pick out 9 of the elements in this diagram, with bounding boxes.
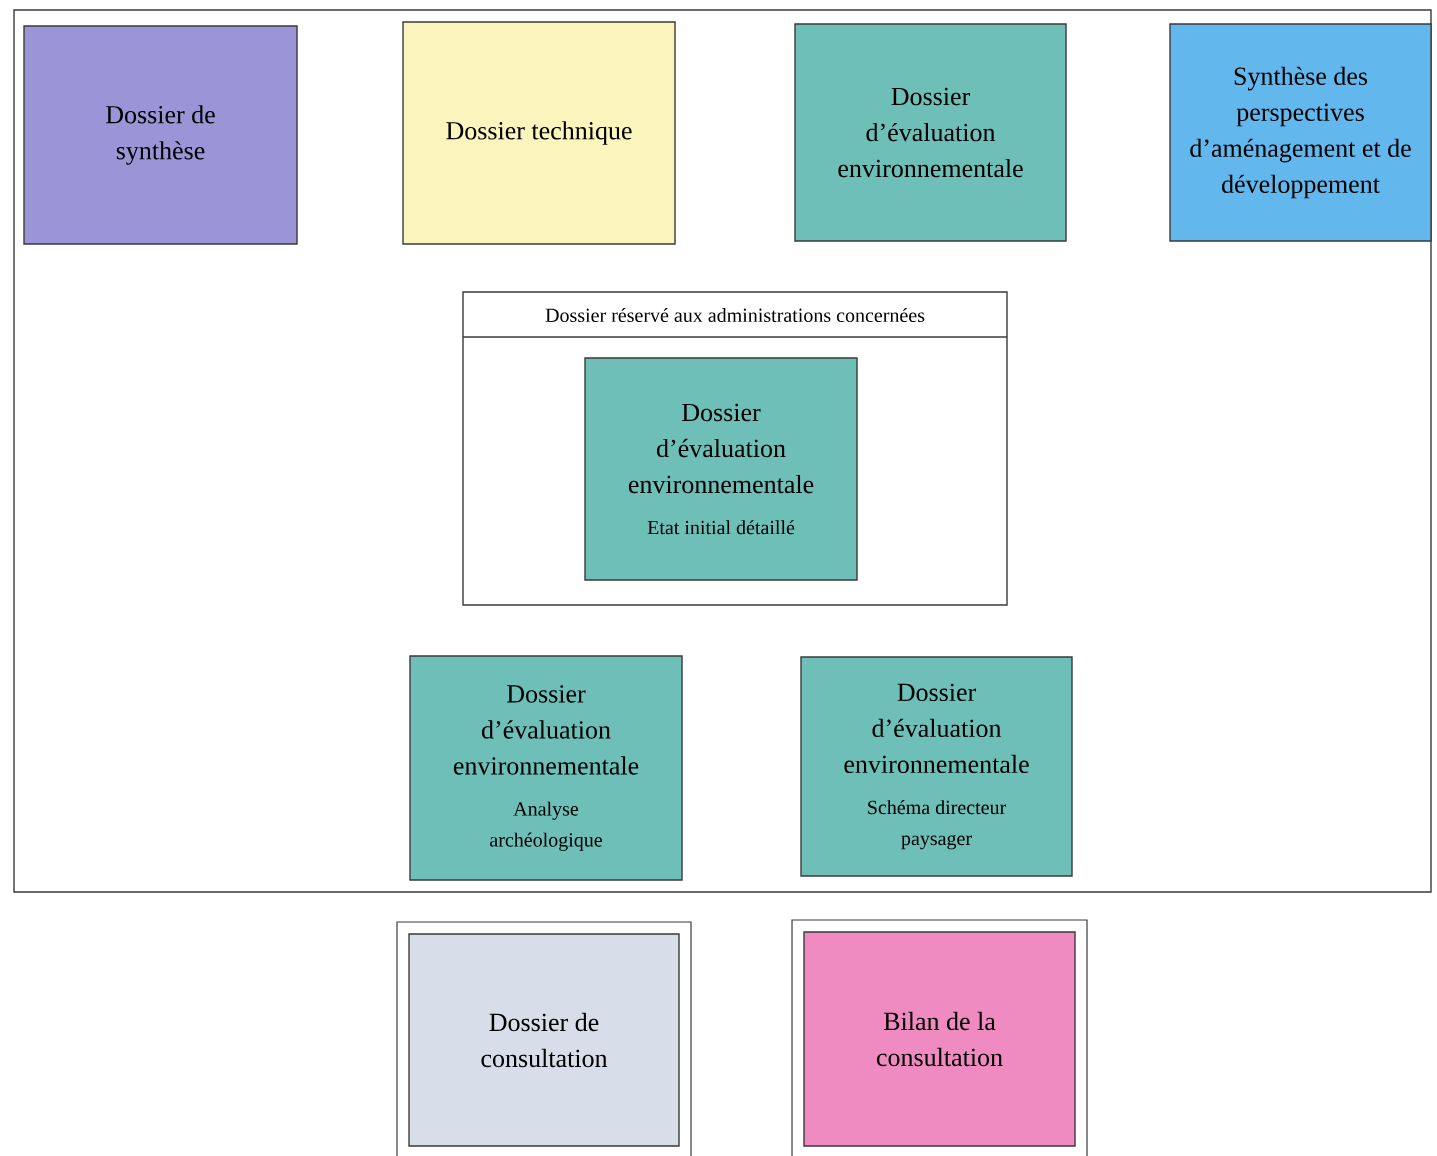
document-box: Dossier de consultation [396,921,692,1156]
document-box: Dossier d’évaluation environnementale Etat initial détaillé [584,357,858,581]
document-box: Dossier d’évaluation environnementale [794,23,1067,242]
document-box: Dossier d’évaluation environnementale Schéma directeur paysager [800,656,1073,877]
document-box: Synthèse des perspectives d’aménagement et de développement [1169,23,1432,242]
document-box: Dossier de synthèse [23,25,298,245]
document-box: Bilan de la consultation [791,919,1088,1156]
document-box: Dossier d’évaluation environnementale Analyse archéologique [409,655,683,881]
document-box: Dossier technique [402,21,676,245]
